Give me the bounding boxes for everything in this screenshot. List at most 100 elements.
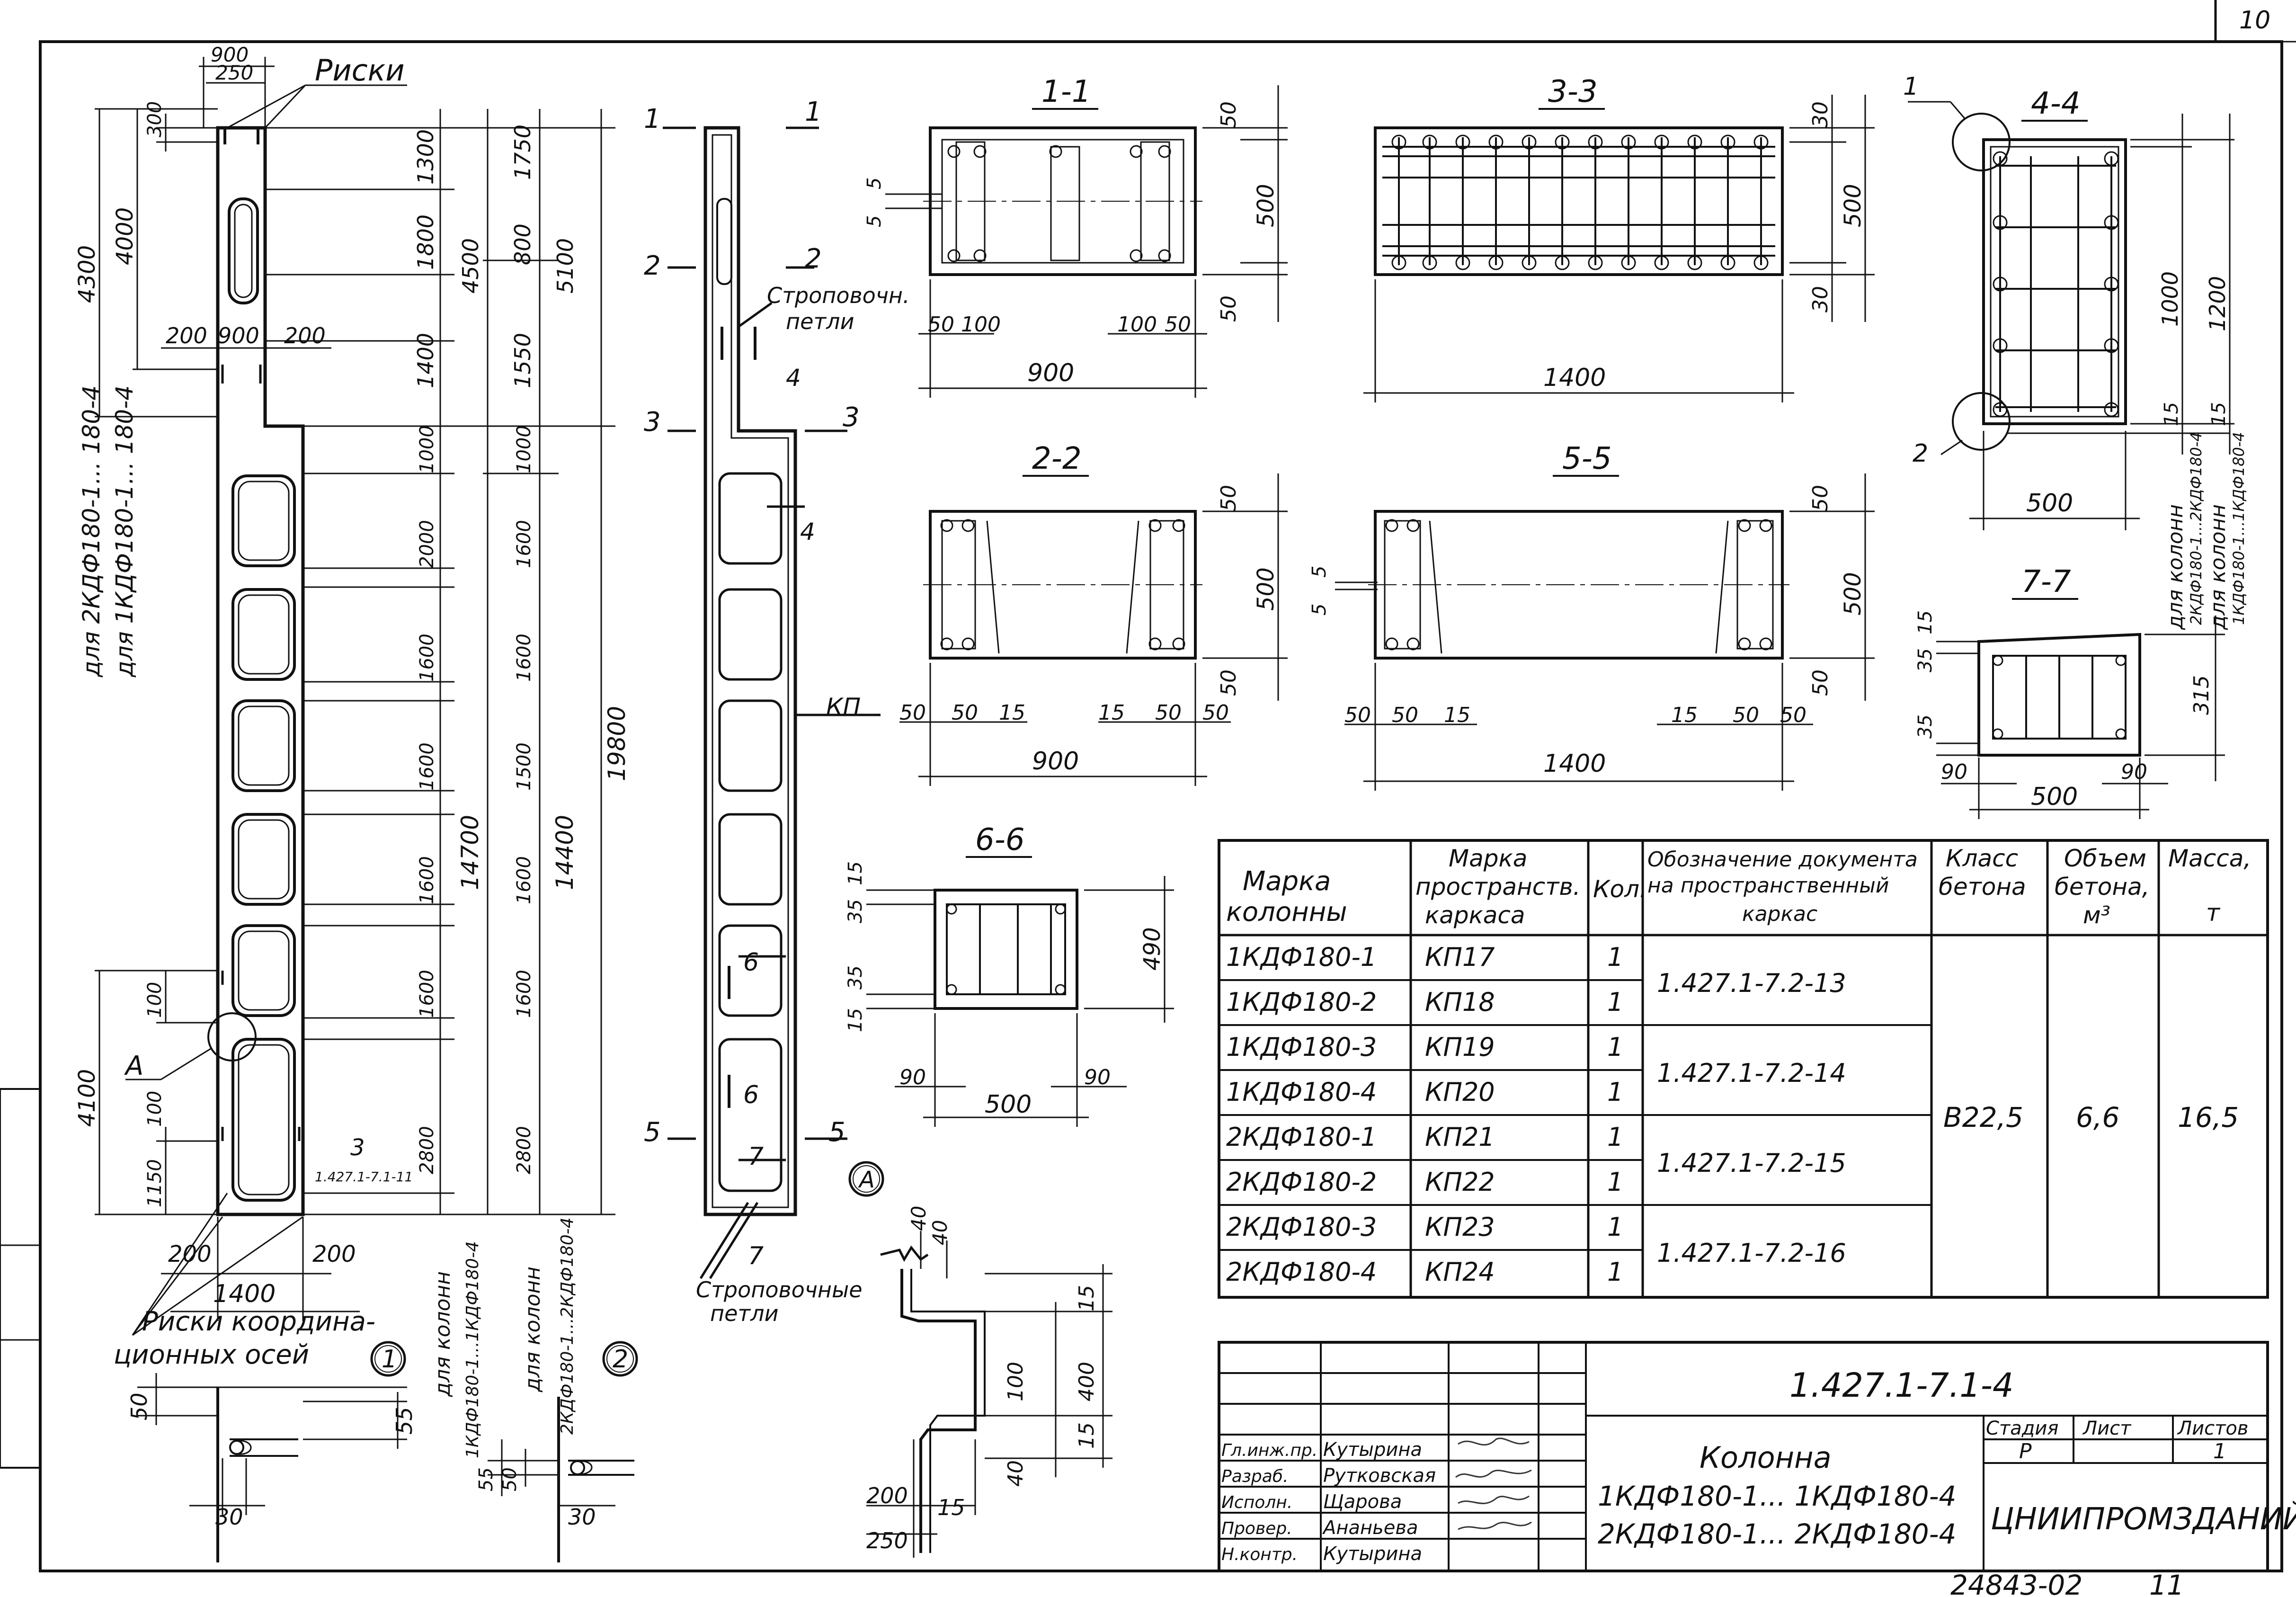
dlya-kolonn-44a2: 2КДФ180-1...2КДФ180-4: [2187, 432, 2205, 625]
stropov-bot-2: петли: [710, 1301, 778, 1326]
th-qty: Кол.: [1593, 875, 1647, 903]
dim-2000: 2000: [416, 520, 438, 568]
dim-15-s66a: 15: [845, 861, 866, 885]
dlya-kolonn-44b: для колонн: [2206, 504, 2230, 630]
dim-900-mid: 900: [218, 323, 259, 348]
row-frame-1: КП18: [1425, 987, 1495, 1017]
staff-name-4: Кутырина: [1323, 1543, 1422, 1565]
cut-6-top: 6: [743, 948, 759, 977]
dim-14400: 14400: [551, 815, 578, 890]
row-frame-5: КП22: [1425, 1167, 1495, 1197]
sheets-value: 1: [2213, 1439, 2226, 1463]
dim-1000: 1000: [416, 425, 438, 473]
cut-3-right: 3: [843, 402, 860, 433]
section-title-5-5: 5-5: [1562, 441, 1612, 476]
cut-4-top: 4: [786, 364, 801, 392]
dim-5-s11a: 5: [863, 178, 885, 189]
dim-200-br: 200: [312, 1241, 356, 1267]
th-class-2: бетона: [1939, 873, 2026, 901]
row-qty-4: 1: [1607, 1122, 1623, 1152]
dim-50-s11c: 50: [1217, 101, 1241, 128]
row-qty-6: 1: [1607, 1212, 1623, 1242]
row-qty-5: 1: [1607, 1167, 1623, 1197]
th-mark-1: Марка: [1243, 866, 1331, 897]
row-mark-4: 2КДФ180-1: [1226, 1122, 1377, 1152]
bottom-code: 24843-02: [1950, 1569, 2082, 1597]
doc-3: 1.427.1-7.2-16: [1657, 1238, 1846, 1268]
cut-5-right: 5: [828, 1117, 845, 1148]
dim-400-na: 400: [1075, 1362, 1099, 1401]
dim-35-s77a: 35: [1914, 648, 1936, 672]
dlya-kolonn-44b2: 1КДФ180-1...1КДФ180-4: [2230, 432, 2248, 625]
row-frame-4: КП21: [1425, 1122, 1495, 1152]
dim-35-s77b: 35: [1914, 714, 1936, 739]
dim-15-s66b: 15: [845, 1008, 866, 1032]
th-doc-2: на пространственный: [1647, 874, 1889, 898]
dim-500-s44: 500: [2026, 489, 2073, 517]
title-1: Колонна: [1700, 1440, 1832, 1475]
dim-35-s66a: 35: [845, 899, 866, 923]
dim-35-s66b: 35: [845, 965, 866, 990]
callout-1: 1: [1903, 72, 1919, 101]
dim-1600-g: 1600: [513, 856, 535, 904]
dim-50-s22a: 50: [899, 701, 926, 725]
dim-1200-s44: 1200: [2205, 276, 2230, 331]
dim-490-s66: 490: [1139, 927, 1166, 971]
section-title-4-4: 4-4: [2031, 86, 2081, 121]
dim-1550: 1550: [510, 333, 535, 388]
concrete-volume: 6,6: [2076, 1101, 2119, 1133]
dim-50-s11d: 50: [1217, 295, 1241, 322]
section-title-7-7: 7-7: [2021, 564, 2071, 599]
dim-4000: 4000: [112, 207, 138, 265]
doc-1: 1.427.1-7.2-14: [1657, 1058, 1846, 1088]
staff-role-4: Н.контр.: [1221, 1545, 1298, 1564]
title-2: 1КДФ180-1... 1КДФ180-4: [1598, 1480, 1956, 1512]
title-block: [1218, 1341, 2269, 1572]
riski-koord-1: Риски координа-: [142, 1306, 375, 1337]
label-a: А: [124, 1051, 143, 1081]
dlya-kolonn-44a: для колонн: [2163, 504, 2188, 630]
dim-55-n1: 55: [392, 1407, 417, 1435]
dim-1400-s55: 1400: [1543, 749, 1606, 778]
cut-7-top: 7: [748, 1142, 764, 1171]
dim-14700: 14700: [456, 815, 484, 890]
node-2-label: 2: [613, 1345, 628, 1374]
dim-500-s33: 500: [1840, 184, 1866, 227]
section-title-6-6: 6-6: [975, 822, 1025, 857]
title-3: 2КДФ180-1... 2КДФ180-4: [1598, 1518, 1956, 1550]
dim-90-s66b: 90: [1084, 1065, 1111, 1089]
node-1-label: 1: [382, 1345, 397, 1374]
stropov-top-1: Строповочн.: [767, 283, 910, 308]
staff-name-2: Щарова: [1323, 1491, 1402, 1513]
column-front-view: [216, 126, 305, 1216]
label-dlya-2kdf: для 2КДФ180-1... 180-4: [78, 385, 105, 678]
staff-name-1: Рутковская: [1323, 1465, 1436, 1487]
dim-1600-e: 1600: [513, 520, 535, 568]
th-vol-1: Объем: [2064, 845, 2146, 872]
dim-1600-h: 1600: [513, 970, 535, 1018]
dim-1400-front: 1400: [213, 1280, 276, 1308]
staff-role-3: Провер.: [1221, 1519, 1292, 1538]
staff-role-0: Гл.инж.пр.: [1221, 1441, 1317, 1460]
callout-2: 2: [1913, 439, 1928, 468]
row-frame-6: КП23: [1425, 1212, 1495, 1242]
ref-doc: 1.427.1-7.1-11: [315, 1169, 413, 1185]
dim-5-s55a: 5: [1308, 566, 1330, 578]
dim-200-na: 200: [866, 1483, 908, 1508]
column-mass: 16,5: [2178, 1101, 2239, 1133]
staff-name-3: Ананьева: [1322, 1517, 1418, 1539]
th-mark-2: колонны: [1226, 897, 1347, 928]
node-a-detail: [848, 1161, 1112, 1558]
dim-90-s77b: 90: [2121, 760, 2147, 784]
stage-label: Стадия: [1986, 1418, 2058, 1439]
dim-1150: 1150: [144, 1159, 166, 1207]
section-7-7: [1936, 616, 2225, 819]
node-2-detail: [488, 1341, 638, 1562]
dim-50-s22e: 50: [1217, 485, 1241, 511]
spec-table: [1218, 839, 2269, 1299]
dim-900-top: 900: [211, 43, 249, 66]
staff-role-1: Разраб.: [1221, 1467, 1288, 1486]
sheet-label: Лист: [2082, 1418, 2132, 1439]
